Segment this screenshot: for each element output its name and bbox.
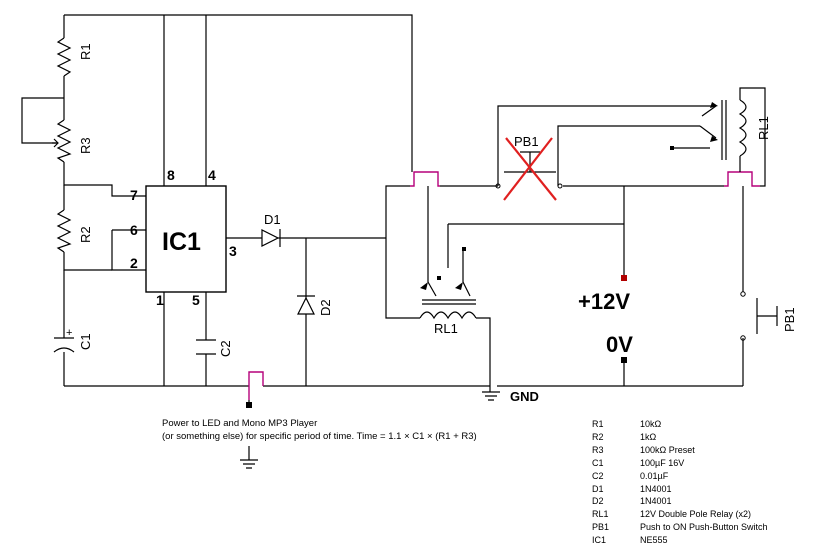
label-c1: C1 [78,333,93,350]
ic1-body [145,185,227,293]
pin-8: 8 [167,167,175,183]
label-gnd: GND [510,389,539,404]
diode-d1 [261,229,282,247]
label-c1-plus: + [66,327,72,339]
relay-rl1-upper [670,99,747,172]
timing-note-line1: Power to LED and Mono MP3 Player [162,418,318,429]
crossover-links [248,171,760,400]
pushbutton-pb1-crossed [495,137,563,201]
output-node [246,402,252,408]
label-plus12v: +12V [578,289,630,314]
pin-5: 5 [192,292,200,308]
pin-6: 6 [130,222,138,238]
plus12v-node [621,275,627,281]
cross-out-line-1 [505,137,557,201]
pin-4: 4 [208,167,216,183]
label-r3: R3 [78,137,93,154]
wiring [21,14,766,460]
label-ic1: IC1 [162,228,201,256]
pin-3: 3 [229,243,237,259]
label-r1: R1 [78,43,93,60]
resistor-r2 [56,209,72,253]
diode-d2 [297,294,315,316]
label-rl1-upper: RL1 [756,116,771,140]
pin-7: 7 [130,187,138,203]
capacitor-c1 [53,337,75,353]
preset-r3 [52,119,72,163]
label-rl1-coil: RL1 [434,321,458,336]
cross-out-line-2 [503,137,553,201]
zero-v-node [621,357,627,363]
label-c2: C2 [218,340,233,357]
pushbutton-pb1 [740,291,778,341]
ground-icon-output [240,459,258,469]
pin-1: 1 [156,292,164,308]
capacitor-c2 [196,339,216,355]
label-r2: R2 [78,226,93,243]
resistor-r1 [56,37,72,77]
pin-2: 2 [130,255,138,271]
label-d1: D1 [264,212,281,227]
label-zero-v: 0V [606,332,633,357]
relay-rl1-coil [419,247,477,320]
timing-note: Power to LED and Mono MP3 Player (or som… [162,417,477,443]
label-d2: D2 [318,299,333,316]
timing-note-line2: (or something else) for specific period … [162,431,477,442]
label-pb1-top: PB1 [514,134,539,149]
ground-icon [482,391,500,401]
label-pb1-right: PB1 [782,307,797,332]
